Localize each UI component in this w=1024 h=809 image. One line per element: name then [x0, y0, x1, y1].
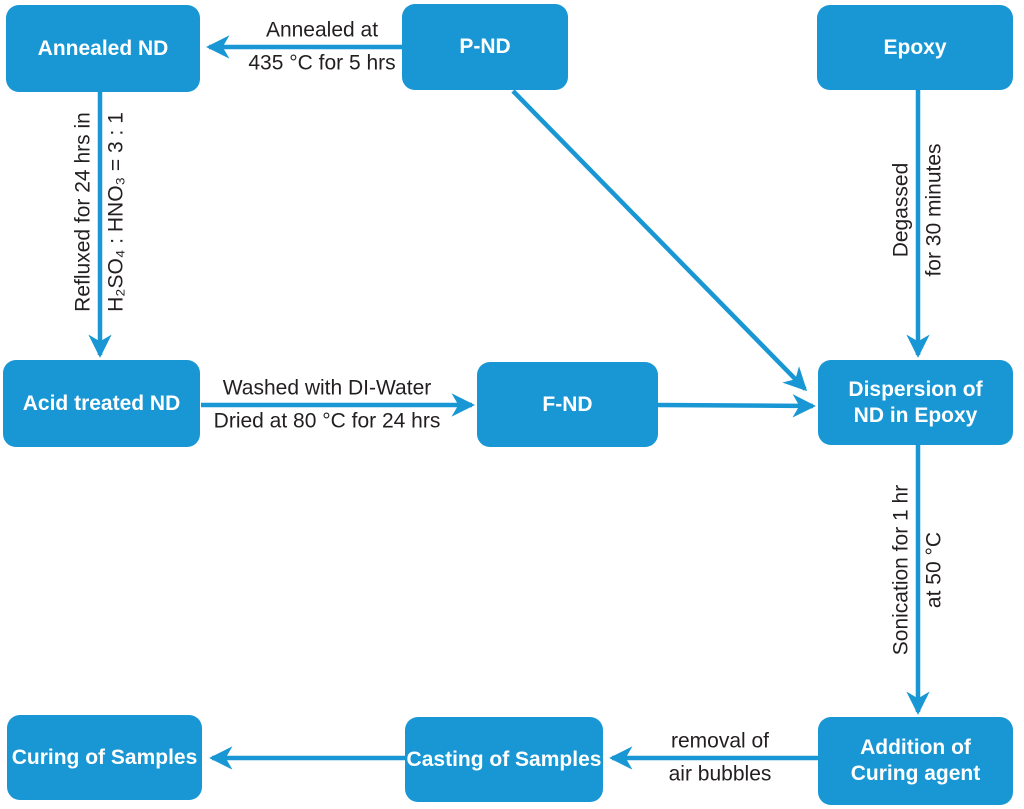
edge-label-line: H₂SO₄ : HNO₃ = 3 : 1: [104, 112, 128, 312]
edge-label-line: 435 °C for 5 hrs: [248, 51, 396, 75]
node-label: ND in Epoxy: [853, 403, 978, 427]
node-f-nd: F-ND: [477, 362, 658, 447]
edge-label-sonication: Sonication for 1 hr at 50 °C: [889, 485, 948, 655]
node-addition-of-curing-agent: Addition of Curing agent: [818, 717, 1013, 805]
edge-label-line: removal of: [670, 729, 770, 753]
edge-label-degassing: Degassed for 30 minutes: [889, 143, 948, 276]
node-epoxy: Epoxy: [817, 5, 1013, 90]
edge-label-annealing: Annealed at 435 °C for 5 hrs: [248, 18, 395, 77]
edge-label-line: air bubbles: [668, 762, 772, 786]
node-label: Dispersion of: [848, 377, 983, 401]
edge-label-line: Washed with DI-Water: [222, 376, 432, 400]
edge-label-line: Sonication for 1 hr: [889, 484, 913, 656]
node-label: P-ND: [459, 35, 511, 58]
edge-label-line: Refluxed for 24 hrs in: [71, 112, 95, 312]
node-dispersion-of-nd-in-epoxy: Dispersion of ND in Epoxy: [818, 360, 1013, 445]
edge-label-line: Annealed at: [265, 18, 379, 42]
arrow-pnd-to-dispersion: [511, 89, 808, 392]
node-curing-of-samples: Curing of Samples: [7, 715, 202, 800]
node-label: Annealed ND: [37, 36, 169, 60]
arrow-fnd-to-dispersion: [657, 394, 816, 418]
edge-label-washing: Washed with DI-Water Dried at 80 °C for …: [214, 376, 441, 435]
node-acid-treated-nd: Acid treated ND: [3, 360, 200, 447]
node-label: Addition of: [860, 736, 971, 759]
node-label: Curing agent: [850, 762, 981, 785]
edge-label-line: at 50 °C: [922, 531, 946, 609]
node-label: Casting of Samples: [406, 747, 602, 771]
node-label: Curing of Samples: [11, 745, 198, 769]
edge-label-air-removal: removal of air bubbles: [669, 729, 772, 788]
node-casting-of-samples: Casting of Samples: [405, 717, 603, 802]
edge-label-line: for 30 minutes: [922, 143, 946, 277]
node-annealed-nd: Annealed ND: [6, 5, 200, 92]
edge-label-reflux: Refluxed for 24 hrs in H₂SO₄ : HNO₃ = 3 …: [71, 112, 130, 312]
node-label: Epoxy: [883, 35, 947, 59]
node-label: F-ND: [542, 392, 593, 416]
node-p-nd: P-ND: [402, 4, 568, 90]
edge-label-line: Dried at 80 °C for 24 hrs: [213, 409, 441, 433]
node-label: Acid treated ND: [22, 391, 181, 415]
edge-label-line: Degassed: [889, 162, 913, 258]
